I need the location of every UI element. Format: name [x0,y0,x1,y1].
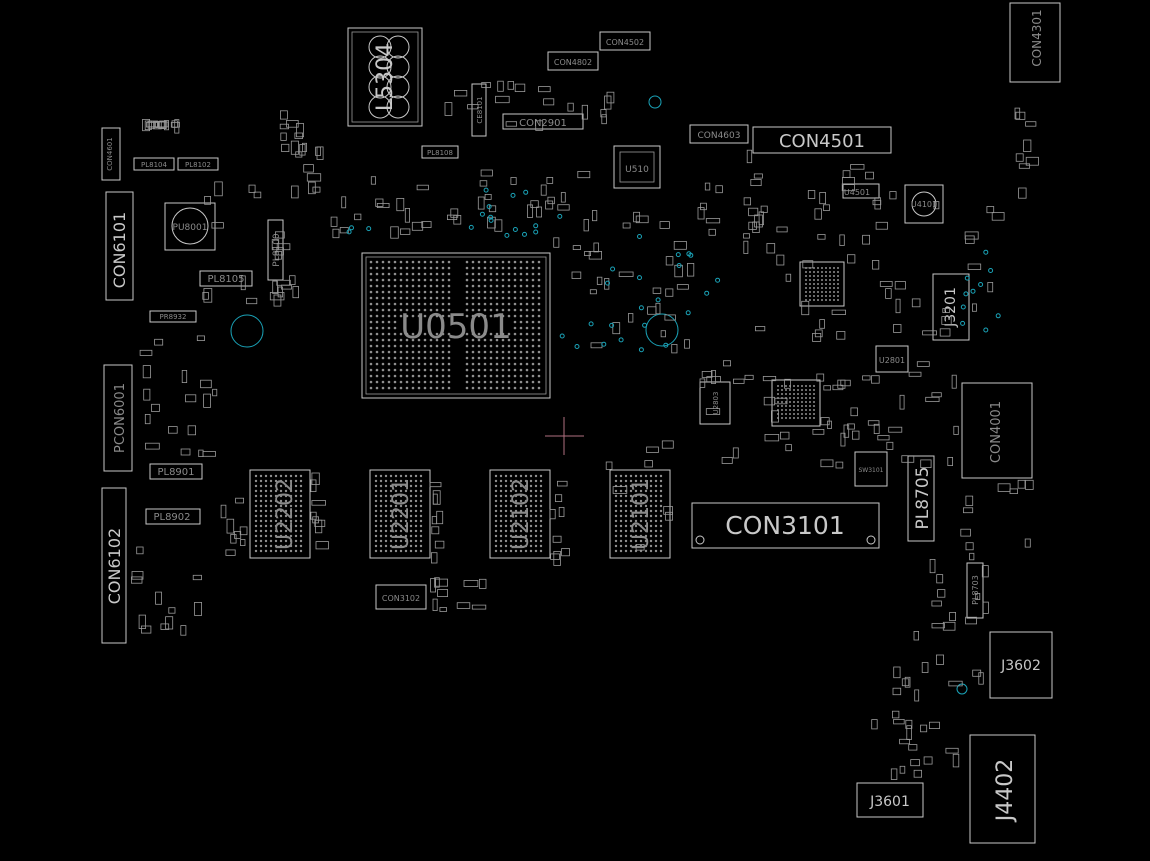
label-l5304: L5304 [373,43,398,111]
label-j3602: J3602 [1000,658,1041,674]
memory-u2101: U2101 [609,469,671,559]
memory-u2102: U2102 [489,469,551,559]
label-con4502: CON4502 [606,38,644,47]
ic-u2803: U2803 [699,381,731,425]
jack-j3201: J3201 [932,273,970,341]
connector-con6102: CON6102 [101,487,127,644]
label-pcon6001: PCON6001 [113,383,128,453]
jack-j3601: J3601 [856,782,924,818]
connector-con3102: CON3102 [375,584,427,610]
label-u510: U510 [625,165,649,175]
switch-sw3101: SW3101 [854,451,888,487]
label-pl8703: PL8703 [971,575,980,605]
label-con4001: CON4001 [989,401,1004,463]
jack-j4402: J4402 [969,734,1036,844]
label-u2202: U2202 [273,478,298,550]
label-pr8932: PR8932 [160,313,187,321]
label-j3201: J3201 [943,287,959,328]
label-pl8705: PL8705 [913,467,933,530]
label-pl8102: PL8102 [185,161,211,169]
inductor-pl8105: PL8105 [199,270,253,287]
ic-u4101: U4101 [904,184,944,224]
ic-u2801: U2801 [875,345,909,373]
ic-pu8001: PU8001 [164,202,216,251]
label-pl8105: PL8105 [207,274,244,285]
connector-con4601: CON4601 [101,127,121,181]
label-con4601: CON4601 [106,137,114,170]
memory-u2201: U2201 [369,469,431,559]
inductor-l5304: L5304 [347,27,423,127]
connector-pcon6001: PCON6001 [103,364,133,472]
label-u4101: U4101 [911,200,937,209]
memory-u2202: U2202 [249,469,311,559]
label-con3101: CON3101 [725,511,844,540]
label-con4802: CON4802 [554,58,592,67]
small-components [130,80,1039,780]
label-con6101: CON6101 [110,212,129,288]
ic-bga-controller [771,379,821,427]
cpu-u0501: U0501 [361,252,551,399]
label-u4501: U4501 [844,188,870,197]
mounting-hole [230,314,264,348]
inductor-pl8705: PL8705 [907,455,935,542]
label-j4402: J4402 [993,759,1018,823]
label-pl8104: PL8104 [141,161,167,169]
connector-con6101: CON6101 [105,191,134,301]
vias [346,187,1001,353]
ic-u510: U510 [613,145,661,189]
connector-con4501: CON4501 [752,126,892,154]
label-u2102: U2102 [509,478,534,550]
connector-con4301: CON4301 [1009,2,1061,83]
mounting-hole [645,313,679,347]
inductor-pl8901: PL8901 [149,463,203,480]
mounting-hole [648,95,662,109]
label-con3102: CON3102 [382,594,420,603]
label-con6102: CON6102 [105,528,124,604]
inductor-pl8108: PL8108 [421,145,459,159]
jack-j3602: J3602 [989,631,1053,699]
connector-con4603: CON4603 [689,124,749,144]
inductor-pl8104: PL8104 [133,157,175,171]
inductor-pl8902: PL8902 [145,508,201,525]
label-pu8001: PU8001 [173,223,208,233]
label-u2803: U2803 [712,392,720,415]
label-con4501: CON4501 [779,131,865,152]
label-pl8901: PL8901 [157,467,194,478]
cap-ce8101: CE8101 [471,83,487,137]
inductor-pl8102: PL8102 [177,157,219,171]
connector-con4802: CON4802 [547,51,599,71]
label-j3601: J3601 [869,794,910,810]
label-pl8902: PL8902 [153,512,190,523]
label-u2101: U2101 [629,478,654,550]
label-pl8108: PL8108 [427,149,453,157]
label-u2201: U2201 [389,478,414,550]
label-con4301: CON4301 [1030,9,1044,66]
resistor-pr8932: PR8932 [149,310,197,323]
label-u2801: U2801 [879,356,905,365]
inductor-pl8703: PL8703 [966,562,984,619]
ic-bga-hub [799,261,845,307]
connector-con4001: CON4001 [961,382,1033,479]
label-con4603: CON4603 [697,131,740,141]
connector-con4502: CON4502 [599,31,651,51]
connector-con3101: CON3101 [691,502,880,549]
label-ce8101: CE8101 [476,96,484,123]
label-sw3101: SW3101 [858,467,883,474]
label-u0501: U0501 [400,307,511,347]
crosshair-cursor-icon [545,417,584,455]
